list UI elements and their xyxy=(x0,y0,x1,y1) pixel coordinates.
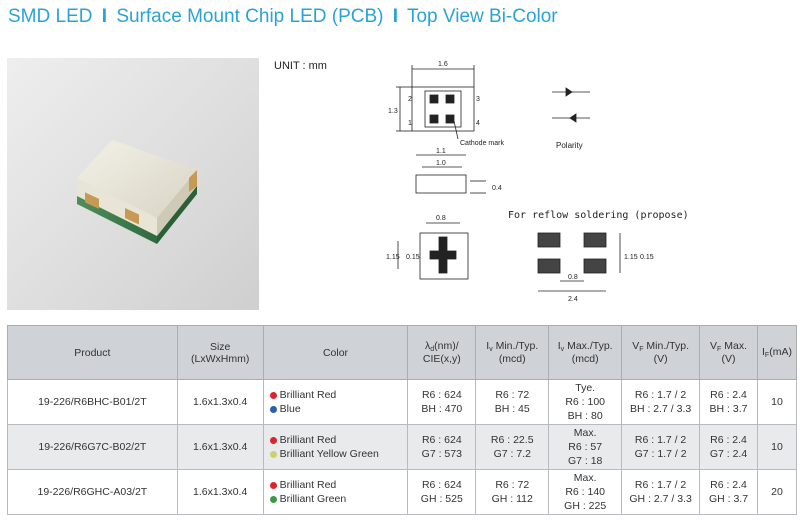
color-dot xyxy=(269,391,277,399)
dim-side-inner: 1.0 xyxy=(436,160,446,167)
color-dot xyxy=(269,481,277,489)
cell-size: 1.6x1.3x0.4 xyxy=(176,379,264,425)
header-iv-max: Iv Max./Typ. (mcd) xyxy=(548,325,623,380)
cell-product: 19-226/R6GHC-A03/2T xyxy=(7,469,178,515)
dim-top-width: 1.6 xyxy=(438,61,448,68)
reflow-title: For reflow soldering (propose) xyxy=(508,210,689,221)
table-row: 19-226/R6GHC-A03/2T 1.6x1.3x0.4 Brillian… xyxy=(7,469,798,515)
dim-pad-height-a: 1.15 xyxy=(624,254,638,261)
dim-side-outer: 1.1 xyxy=(436,148,446,155)
pin-label-2: 2 xyxy=(408,96,412,103)
cell-color: Brilliant Red Blue xyxy=(262,379,409,425)
dim-bottom-inner: 0.15 xyxy=(406,254,420,261)
header-iv-min: Iv Min./Typ. (mcd) xyxy=(475,325,550,380)
header-color: Color xyxy=(262,325,409,380)
header-size: Size (LxWxHmm) xyxy=(176,325,264,380)
color-dot xyxy=(269,436,277,444)
dim-pad-total: 2.4 xyxy=(568,296,578,303)
led-chip-image xyxy=(77,140,197,244)
cell-color: Brilliant Red Brilliant Yellow Green xyxy=(262,424,409,470)
table-row: 19-226/R6G7C-B02/2T 1.6x1.3x0.4 Brillian… xyxy=(7,424,798,470)
title-part-top-view: Top View Bi-Color xyxy=(406,6,558,27)
unit-label: UNIT : mm xyxy=(274,60,327,72)
dim-pad-gap: 0.8 xyxy=(568,274,578,281)
product-photo xyxy=(7,58,259,310)
title-part-smd-led: SMD LED xyxy=(8,6,93,27)
cell-product: 19-226/R6G7C-B02/2T xyxy=(7,424,178,470)
table-row: 19-226/R6BHC-B01/2T 1.6x1.3x0.4 Brillian… xyxy=(7,379,798,425)
color-dot xyxy=(269,405,277,413)
pin-label-3: 3 xyxy=(476,96,480,103)
dim-top-height: 1.3 xyxy=(388,108,398,115)
title-separator: I xyxy=(392,6,399,27)
header-vf-min: VF Min./Typ. (V) xyxy=(621,325,701,380)
diode-symbol xyxy=(552,87,590,123)
color-dot xyxy=(269,450,277,458)
title-part-surface-mount: Surface Mount Chip LED (PCB) xyxy=(116,6,384,27)
title-separator: I xyxy=(101,6,108,27)
page-title: SMD LED I Surface Mount Chip LED (PCB) I… xyxy=(8,6,558,28)
dim-bottom-height: 1.15 xyxy=(386,254,400,261)
table-header-row: Product Size (LxWxHmm) Color λd(nm)/ CIE… xyxy=(7,325,798,380)
cell-color: Brilliant Red Brilliant Green xyxy=(262,469,409,515)
cell-size: 1.6x1.3x0.4 xyxy=(176,469,264,515)
cathode-mark-label: Cathode mark xyxy=(460,140,504,147)
header-if: IF(mA) xyxy=(756,325,798,380)
polarity-diagram: Polarity xyxy=(552,87,590,150)
side-view-drawing xyxy=(415,154,486,194)
cell-if: 20 xyxy=(756,469,798,515)
reflow-pad-drawing xyxy=(537,232,621,292)
dimension-drawings: 1.6 1.3 2 1 3 4 Cathode mark 1.1 1.0 0.4… xyxy=(386,61,654,303)
dim-side-height: 0.4 xyxy=(492,185,502,192)
pin-label-1: 1 xyxy=(408,120,412,127)
polarity-label: Polarity xyxy=(556,141,583,150)
header-vf-max: VF Max. (V) xyxy=(699,325,758,380)
header-product: Product xyxy=(7,325,178,380)
spec-table: Product Size (LxWxHmm) Color λd(nm)/ CIE… xyxy=(7,325,798,515)
dim-pad-height-b: 0.15 xyxy=(640,254,654,261)
bottom-view-drawing xyxy=(397,222,469,280)
cell-product: 19-226/R6BHC-B01/2T xyxy=(7,379,178,425)
top-view-drawing xyxy=(396,65,475,140)
cell-if: 10 xyxy=(756,424,798,470)
dim-bottom-gap: 0.8 xyxy=(436,215,446,222)
color-dot xyxy=(269,495,277,503)
header-wavelength: λd(nm)/ CIE(x,y) xyxy=(407,325,477,380)
cell-size: 1.6x1.3x0.4 xyxy=(176,424,264,470)
cell-if: 10 xyxy=(756,379,798,425)
pin-label-4: 4 xyxy=(476,120,480,127)
